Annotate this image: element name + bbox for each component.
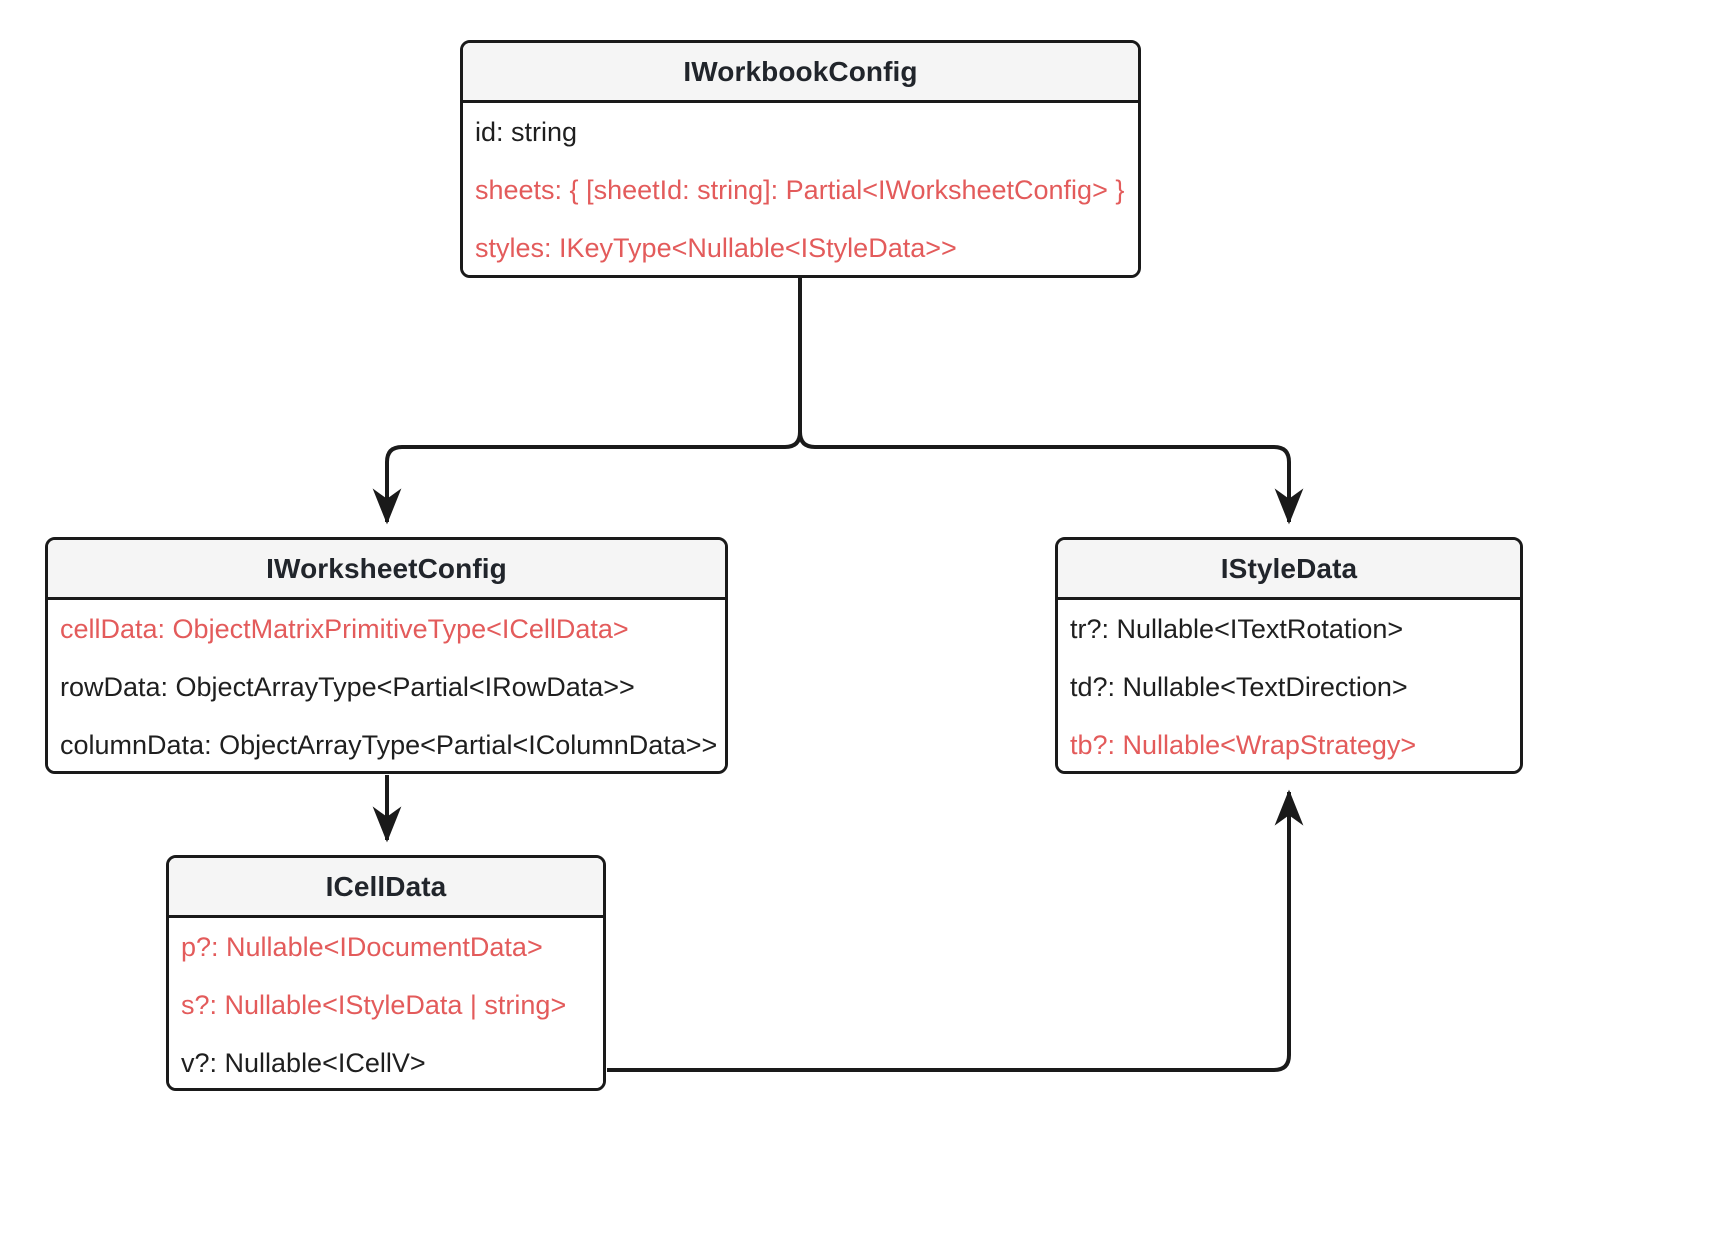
class-attribute-row: v?: Nullable<ICellV> xyxy=(181,1047,426,1078)
class-node-attributes: tr?: Nullable<ITextRotation> td?: Nullab… xyxy=(1058,600,1520,771)
class-attribute-row: id: string xyxy=(475,116,578,147)
edge-workbook-to-worksheet xyxy=(372,431,802,525)
edge-workbook-to-styledata xyxy=(798,431,1304,525)
class-node-iworksheetconfig[interactable]: IWorksheetConfig cellData: ObjectMatrixP… xyxy=(45,537,728,774)
class-node-iworkbookconfig[interactable]: IWorkbookConfig id: string sheets: { [sh… xyxy=(460,40,1141,278)
class-attribute-row: columnData: ObjectArrayType<Partial<ICol… xyxy=(60,729,718,760)
class-node-title: ICellData xyxy=(169,858,603,918)
class-attribute-row: tr?: Nullable<ITextRotation> xyxy=(1070,613,1404,644)
class-attribute-row: s?: Nullable<IStyleData | string> xyxy=(181,989,567,1020)
class-attribute-row: styles: IKeyType<Nullable<IStyleData>> xyxy=(475,232,957,263)
class-attribute-row: p?: Nullable<IDocumentData> xyxy=(181,931,543,962)
class-attribute-row: rowData: ObjectArrayType<Partial<IRowDat… xyxy=(60,671,635,702)
class-attribute-row: sheets: { [sheetId: string]: Partial<IWo… xyxy=(475,174,1125,205)
class-node-title: IStyleData xyxy=(1058,540,1520,600)
edge-celldata-to-styledata xyxy=(607,789,1304,1072)
class-node-attributes: p?: Nullable<IDocumentData> s?: Nullable… xyxy=(169,918,603,1088)
class-node-title: IWorksheetConfig xyxy=(48,540,725,600)
class-node-istyledata[interactable]: IStyleData tr?: Nullable<ITextRotation> … xyxy=(1055,537,1523,774)
class-node-attributes: id: string sheets: { [sheetId: string]: … xyxy=(463,103,1138,275)
class-node-icelldata[interactable]: ICellData p?: Nullable<IDocumentData> s?… xyxy=(166,855,606,1091)
class-attribute-row: cellData: ObjectMatrixPrimitiveType<ICel… xyxy=(60,613,629,644)
class-node-attributes: cellData: ObjectMatrixPrimitiveType<ICel… xyxy=(48,600,725,771)
class-attribute-row: td?: Nullable<TextDirection> xyxy=(1070,671,1408,702)
class-attribute-row: tb?: Nullable<WrapStrategy> xyxy=(1070,729,1417,760)
class-node-title: IWorkbookConfig xyxy=(463,43,1138,103)
